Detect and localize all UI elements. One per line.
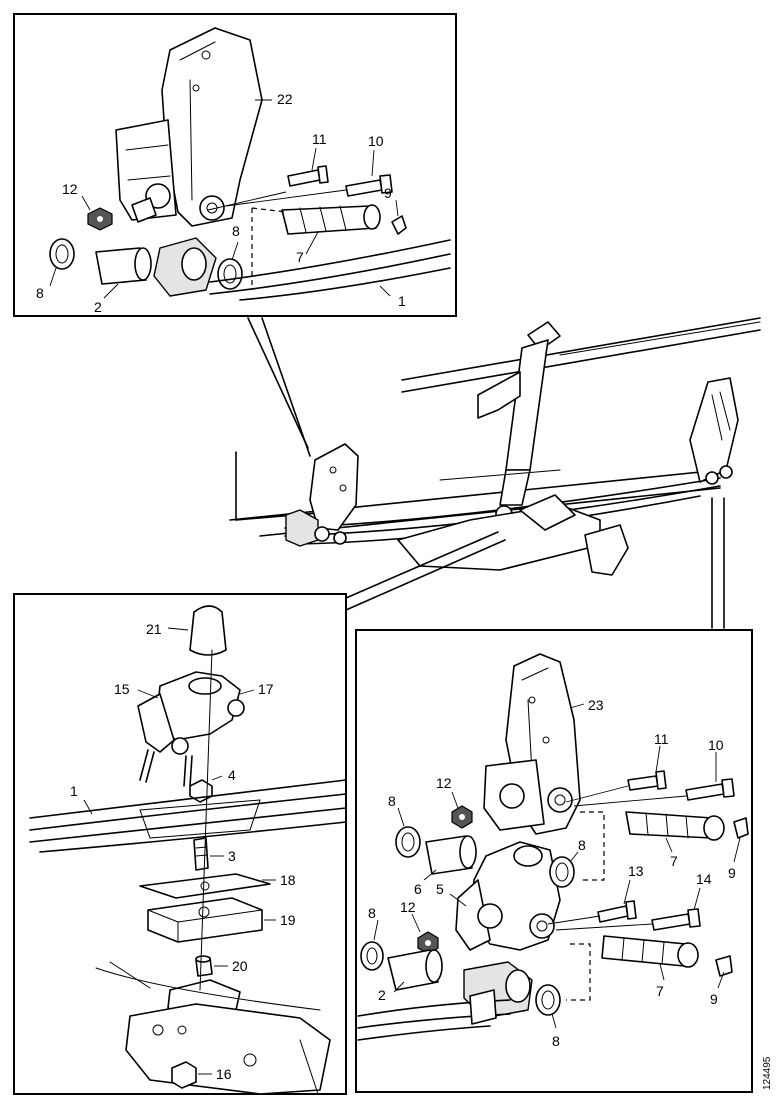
figure-code: 124495 <box>762 1056 773 1090</box>
right-detail-parts <box>357 653 749 1041</box>
label-9-upper: 9 <box>728 865 736 881</box>
label-17: 17 <box>258 681 274 697</box>
label-7-lower: 7 <box>656 983 664 999</box>
label-18: 18 <box>280 872 296 888</box>
label-7-upper: 7 <box>670 853 678 869</box>
label-21: 21 <box>146 621 162 637</box>
label-4: 4 <box>228 767 236 783</box>
label-2: 2 <box>94 299 102 315</box>
label-8-lower-left: 8 <box>368 905 376 921</box>
label-7: 7 <box>296 249 304 265</box>
label-13: 13 <box>628 863 644 879</box>
label-9-lower: 9 <box>710 991 718 1007</box>
top-detail-parts <box>49 27 451 301</box>
label-11: 11 <box>312 131 327 147</box>
label-1: 1 <box>398 293 406 309</box>
label-8-left: 8 <box>36 285 44 301</box>
right-panel-labels: 23 11 10 12 8 8 6 5 7 9 13 14 8 12 2 7 9… <box>368 697 741 1049</box>
label-16: 16 <box>216 1066 232 1082</box>
label-1: 1 <box>70 783 78 799</box>
label-10: 10 <box>368 133 384 149</box>
left-panel-labels: 21 15 17 4 1 3 18 19 20 16 <box>70 621 296 1082</box>
label-8-upper-right: 8 <box>578 837 586 853</box>
label-22: 22 <box>277 91 293 107</box>
top-panel-labels: 22 11 10 12 9 8 8 7 2 1 <box>36 91 406 315</box>
label-15: 15 <box>114 681 130 697</box>
label-8-right: 8 <box>232 223 240 239</box>
overview-assembly <box>229 317 761 576</box>
label-8-upper-left: 8 <box>388 793 396 809</box>
label-9: 9 <box>384 185 392 201</box>
label-12-lower: 12 <box>400 899 416 915</box>
label-10: 10 <box>708 737 724 753</box>
label-6: 6 <box>414 881 422 897</box>
label-14: 14 <box>696 871 712 887</box>
label-12-upper: 12 <box>436 775 452 791</box>
label-2: 2 <box>378 987 386 1003</box>
label-19: 19 <box>280 912 296 928</box>
label-23: 23 <box>588 697 604 713</box>
label-20: 20 <box>232 958 248 974</box>
label-3: 3 <box>228 848 236 864</box>
left-detail-parts <box>29 605 347 1095</box>
label-8-lower-right: 8 <box>552 1033 560 1049</box>
label-11: 11 <box>654 731 669 747</box>
label-5: 5 <box>436 881 444 897</box>
label-12: 12 <box>62 181 78 197</box>
